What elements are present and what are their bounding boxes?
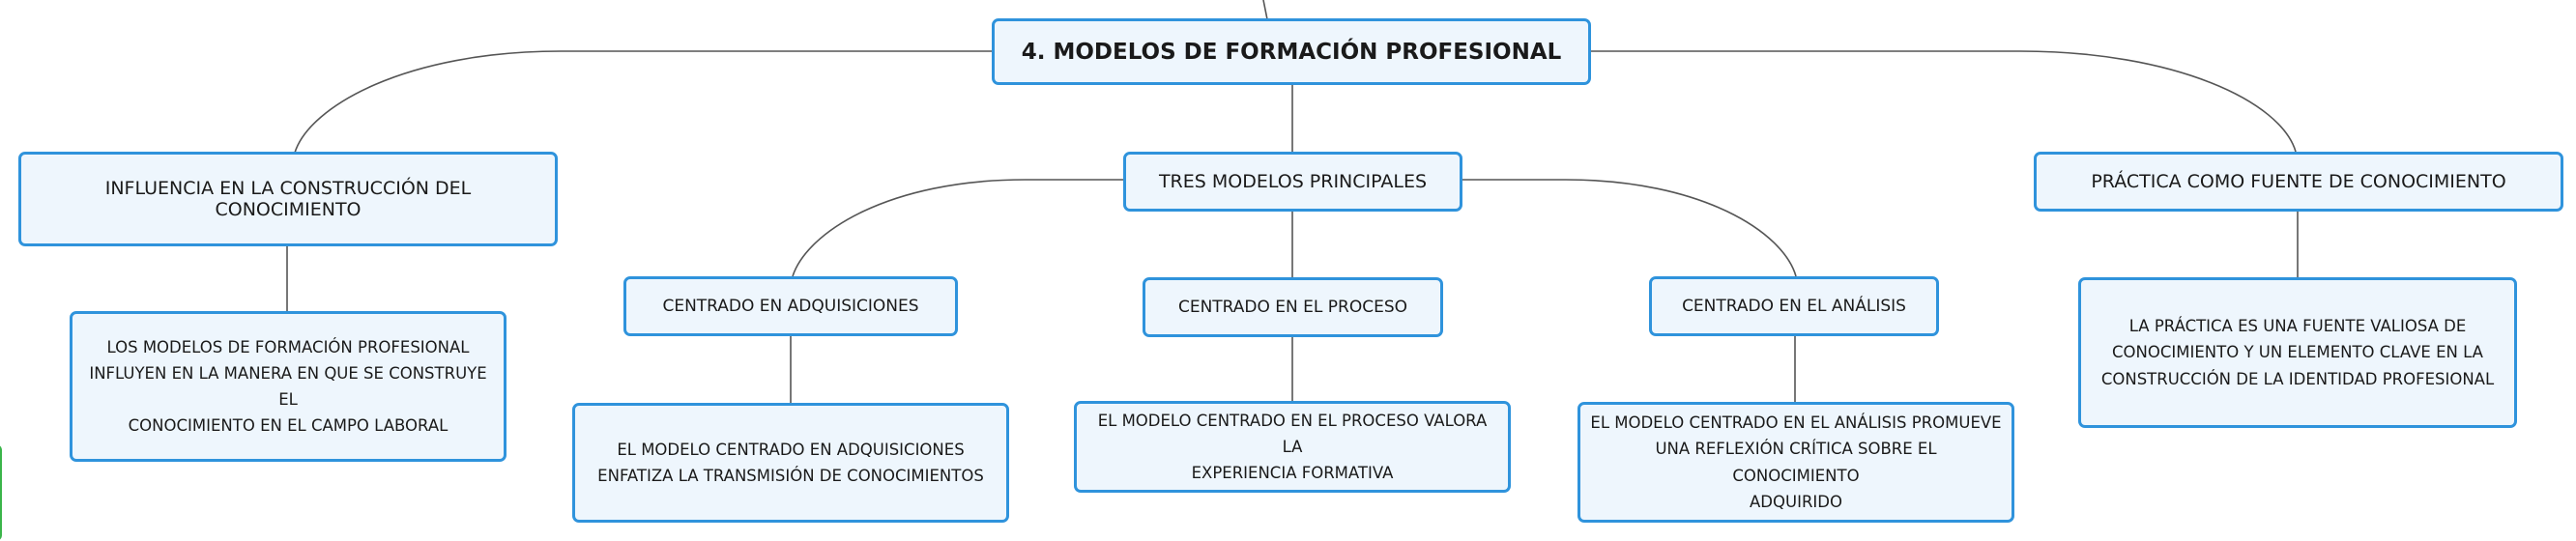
acquisitions-detail-line: ENFATIZA LA TRANSMISIÓN DE CONOCIMIENTOS [597, 467, 984, 485]
root-node[interactable]: 4. MODELOS DE FORMACIÓN PROFESIONAL [992, 18, 1591, 85]
influence-detail-line: LOS MODELOS DE FORMACIÓN PROFESIONAL [106, 337, 470, 356]
process-detail-line: EL MODELO CENTRADO EN EL PROCESO VALORA … [1097, 411, 1488, 456]
acquisitions-label: CENTRADO EN ADQUISICIONES [662, 297, 919, 316]
practice-detail-line: LA PRÁCTICA ES UNA FUENTE VALIOSA DE [2128, 317, 2467, 336]
influence-node[interactable]: INFLUENCIA EN LA CONSTRUCCIÓN DEL CONOCI… [18, 152, 558, 246]
analysis-node[interactable]: CENTRADO EN EL ANÁLISIS [1649, 276, 1939, 336]
process-detail-node[interactable]: EL MODELO CENTRADO EN EL PROCESO VALORA … [1074, 401, 1511, 493]
analysis-detail-node[interactable]: EL MODELO CENTRADO EN EL ANÁLISIS PROMUE… [1577, 402, 2014, 523]
offscreen-node-edge [0, 444, 2, 541]
practice-detail-line: CONOCIMIENTO Y UN ELEMENTO CLAVE EN LA [2112, 343, 2483, 362]
analysis-detail-line: UNA REFLEXIÓN CRÍTICA SOBRE EL CONOCIMIE… [1655, 440, 1937, 485]
acquisitions-detail-node[interactable]: EL MODELO CENTRADO EN ADQUISICIONES ENFA… [572, 403, 1009, 523]
analysis-detail-line: EL MODELO CENTRADO EN EL ANÁLISIS PROMUE… [1590, 413, 2002, 433]
root-label: 4. MODELOS DE FORMACIÓN PROFESIONAL [1021, 39, 1562, 65]
process-label: CENTRADO EN EL PROCESO [1177, 298, 1408, 317]
influence-detail-line: CONOCIMIENTO EN EL CAMPO LABORAL [128, 416, 449, 436]
practice-label: PRÁCTICA COMO FUENTE DE CONOCIMIENTO [2091, 171, 2506, 192]
influence-label: INFLUENCIA EN LA CONSTRUCCIÓN DEL CONOCI… [104, 178, 472, 220]
practice-detail-line: CONSTRUCCIÓN DE LA IDENTIDAD PROFESIONAL [2100, 369, 2495, 388]
process-detail-line: EXPERIENCIA FORMATIVA [1191, 464, 1394, 483]
analysis-detail-line: ADQUIRIDO [1750, 492, 1842, 511]
connector-models-analysis [1462, 179, 1797, 277]
practice-node[interactable]: PRÁCTICA COMO FUENTE DE CONOCIMIENTO [2034, 152, 2563, 212]
influence-detail-line: INFLUYEN EN LA MANERA EN QUE SE CONSTRUY… [89, 363, 487, 409]
acquisitions-detail-line: EL MODELO CENTRADO EN ADQUISICIONES [617, 440, 965, 459]
connector-models-acquisitions [792, 179, 1124, 277]
models-node[interactable]: TRES MODELOS PRINCIPALES [1123, 152, 1462, 212]
models-label: TRES MODELOS PRINCIPALES [1158, 171, 1428, 192]
connector-parent-root [1262, 0, 1268, 20]
analysis-label: CENTRADO EN EL ANÁLISIS [1682, 297, 1906, 316]
influence-detail-node[interactable]: LOS MODELOS DE FORMACIÓN PROFESIONAL INF… [70, 311, 507, 462]
process-node[interactable]: CENTRADO EN EL PROCESO [1143, 277, 1443, 337]
acquisitions-node[interactable]: CENTRADO EN ADQUISICIONES [623, 276, 958, 336]
practice-detail-node[interactable]: LA PRÁCTICA ES UNA FUENTE VALIOSA DE CON… [2078, 277, 2517, 428]
connector-root-influence [294, 50, 992, 154]
connector-root-practice [1590, 50, 2297, 153]
